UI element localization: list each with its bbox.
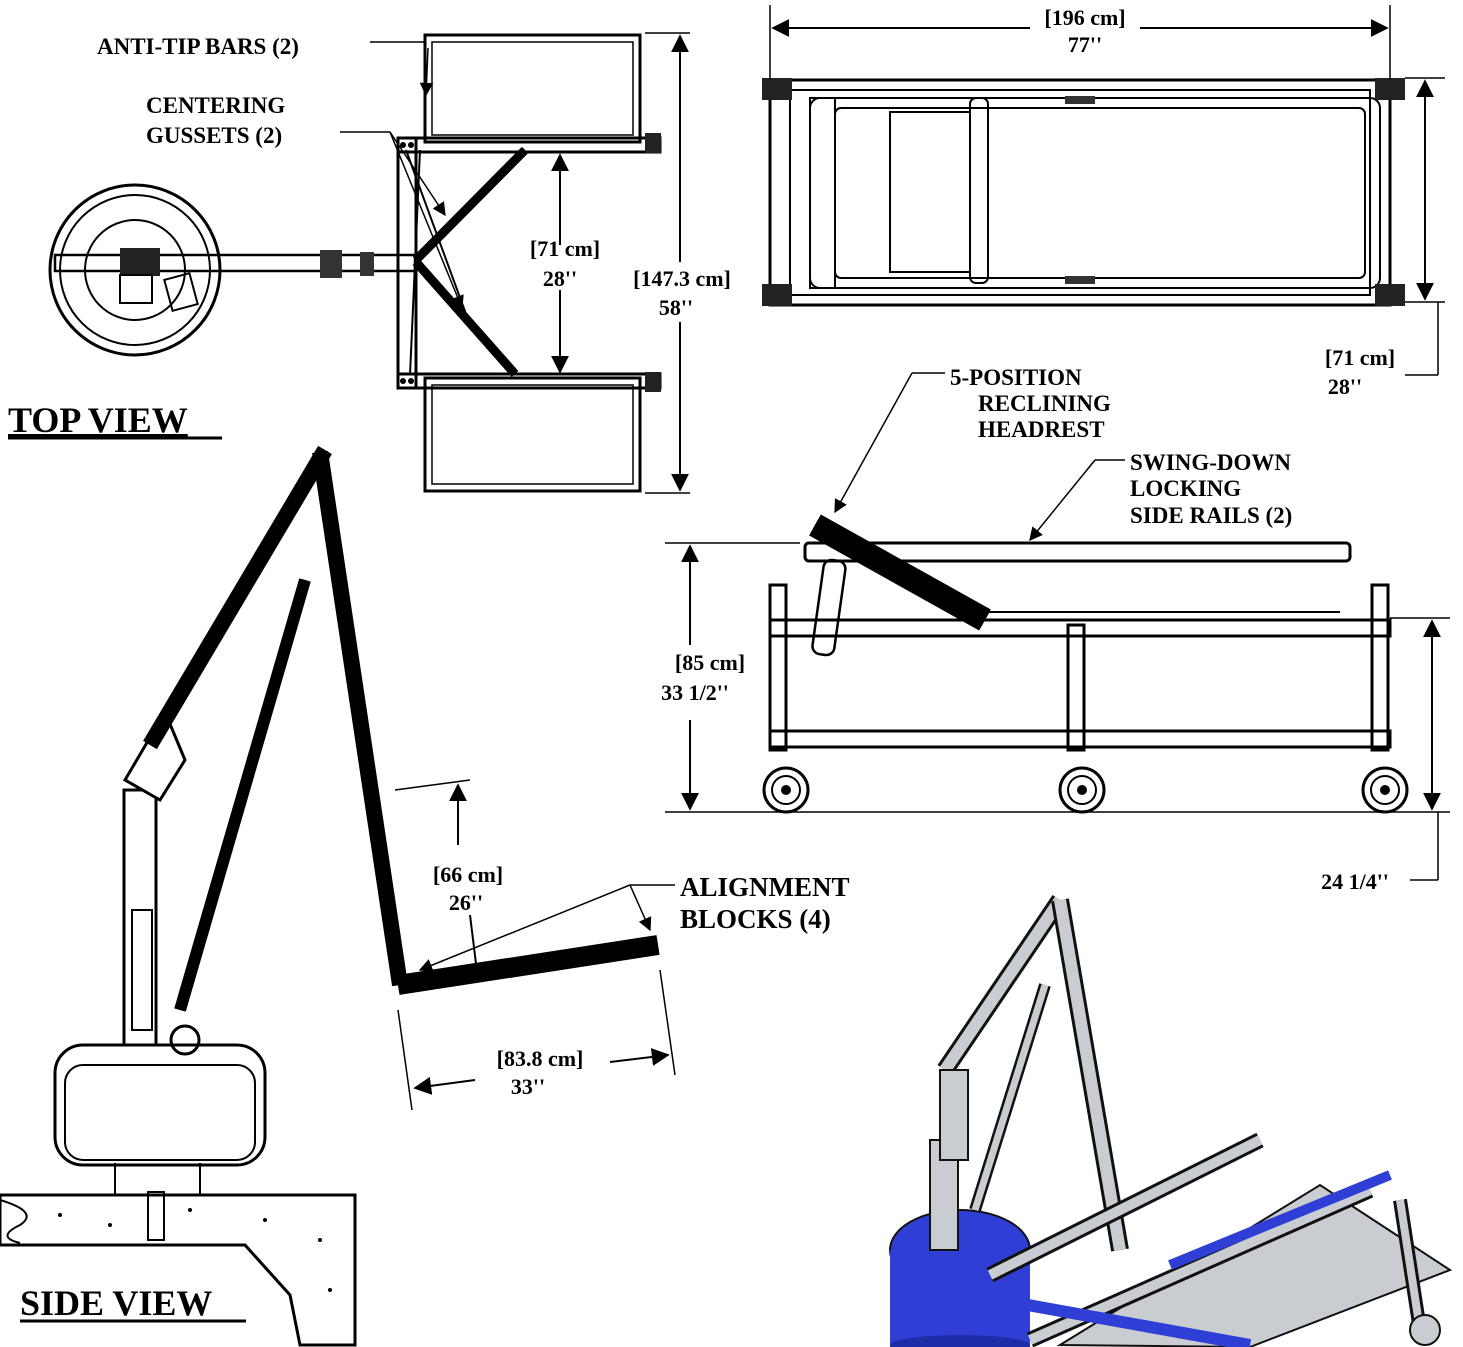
dim-seat-length	[397, 969, 676, 1111]
dim-overall-width-metric: [147.3 cm]	[633, 266, 731, 291]
label-side-rails-1: SWING-DOWN	[1130, 450, 1291, 475]
label-centering-gussets-2: GUSSETS (2)	[146, 123, 282, 148]
dim-inner-width-metric: [71 cm]	[530, 236, 600, 261]
dim-overall-width-imperial: 58''	[659, 295, 693, 320]
title-side-view: SIDE VIEW	[20, 1283, 212, 1323]
dim-reach-imperial: 26''	[449, 890, 483, 915]
label-headrest-3: HEADREST	[978, 417, 1105, 442]
dim-seat-length-imperial: 33''	[511, 1074, 545, 1099]
label-headrest-1: 5-POSITION	[950, 365, 1082, 390]
label-centering-gussets-1: CENTERING	[146, 93, 285, 118]
label-anti-tip-bars: ANTI-TIP BARS (2)	[97, 34, 299, 59]
leader-side-rails	[1029, 459, 1125, 542]
dimension-labels: [196 cm] 77'' [71 cm] 28'' [71 cm] 28'' …	[433, 5, 1395, 1099]
label-headrest-2: RECLINING	[978, 391, 1111, 416]
leader-anti-tip	[370, 41, 434, 97]
dim-seat-length-metric: [83.8 cm]	[497, 1046, 584, 1071]
title-top-view: TOP VIEW	[8, 400, 188, 440]
top-view-seat-frame	[396, 33, 662, 493]
label-alignment-1: ALIGNMENT	[680, 872, 850, 902]
view-titles: TOP VIEW SIDE VIEW	[8, 400, 246, 1323]
top-view-lift	[48, 183, 417, 357]
leader-centering-gussets	[340, 131, 464, 310]
dim-length-metric: [196 cm]	[1044, 5, 1125, 30]
dim-height-imperial: 33 1/2''	[661, 680, 729, 705]
stretcher-side-view	[665, 514, 1450, 814]
dim-width-top-imperial: 28''	[1328, 374, 1362, 399]
dim-length	[769, 5, 1391, 80]
dim-overall-width	[645, 32, 690, 494]
dim-length-imperial: 77''	[1068, 32, 1102, 57]
dim-width-top-metric: [71 cm]	[1325, 345, 1395, 370]
dim-width-top	[1405, 77, 1445, 376]
label-alignment-2: BLOCKS (4)	[680, 904, 831, 934]
side-view-lift	[0, 445, 660, 1347]
dim-inner-width-imperial: 28''	[543, 266, 577, 291]
dim-reach-metric: [66 cm]	[433, 862, 503, 887]
dim-seat-height-imperial: 24 1/4''	[1321, 869, 1389, 894]
label-side-rails-3: SIDE RAILS (2)	[1130, 503, 1292, 528]
leader-headrest	[834, 372, 945, 514]
dim-height	[665, 542, 800, 811]
leader-alignment-blocks	[418, 884, 675, 972]
dim-height-metric: [85 cm]	[675, 650, 745, 675]
isometric-render	[889, 894, 1453, 1347]
callout-labels: ANTI-TIP BARS (2) CENTERING GUSSETS (2) …	[97, 34, 1292, 934]
dim-seat-height	[1390, 617, 1450, 881]
label-side-rails-2: LOCKING	[1130, 476, 1241, 501]
stretcher-top-view	[762, 78, 1405, 307]
